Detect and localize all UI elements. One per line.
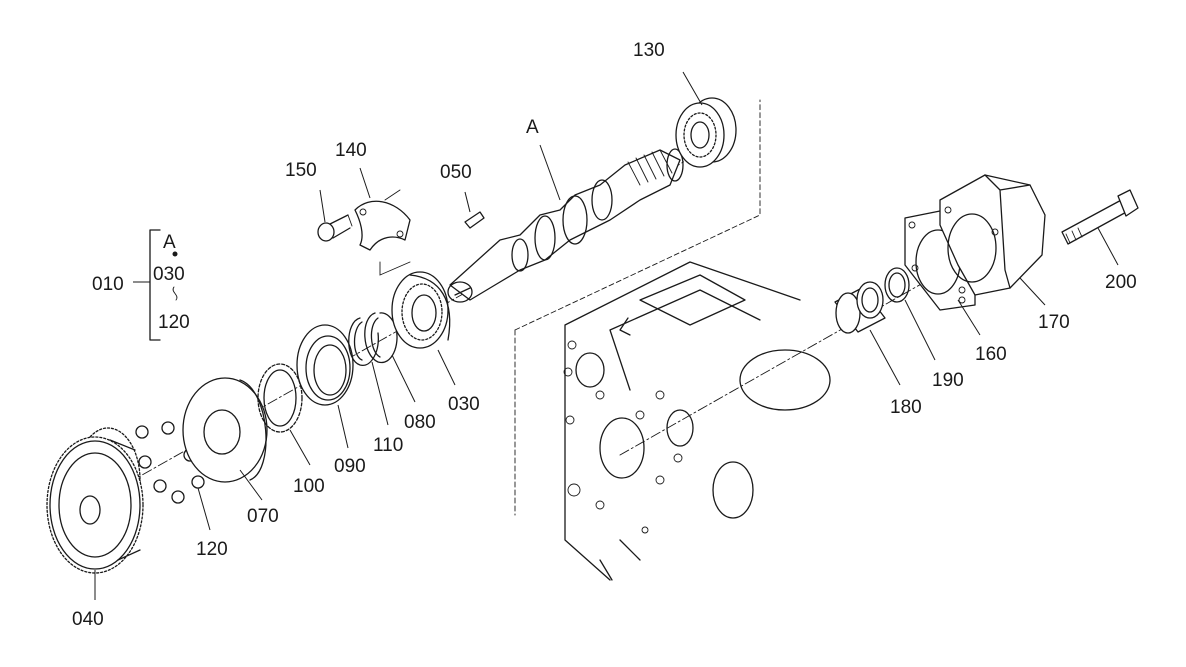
o-ring-190 xyxy=(884,267,910,303)
label-100: 100 xyxy=(293,476,325,497)
bolt-150 xyxy=(317,214,353,242)
label-200: 200 xyxy=(1105,272,1137,293)
gear-040 xyxy=(46,427,144,574)
label-130: 130 xyxy=(633,40,665,61)
key-050 xyxy=(464,211,485,229)
label-090: 090 xyxy=(334,456,366,477)
bearing-130 xyxy=(675,97,737,168)
label-group-120: 120 xyxy=(158,312,190,333)
label-050: 050 xyxy=(440,162,472,183)
label-120: 120 xyxy=(196,539,228,560)
label-180: 180 xyxy=(890,397,922,418)
collar-180 xyxy=(834,281,886,334)
label-040: 040 xyxy=(72,609,104,630)
label-080: 080 xyxy=(404,412,436,433)
bolt-200 xyxy=(1061,189,1139,245)
label-070: 070 xyxy=(247,506,279,527)
label-190: 190 xyxy=(932,370,964,391)
label-140: 140 xyxy=(335,140,367,161)
label-160: 160 xyxy=(975,344,1007,365)
bearing-030 xyxy=(391,271,451,349)
label-A: A xyxy=(526,117,539,138)
cover-170 xyxy=(939,174,1046,296)
label-150: 150 xyxy=(285,160,317,181)
seal-090 xyxy=(296,324,354,406)
bracket-140 xyxy=(354,189,411,276)
label-170: 170 xyxy=(1038,312,1070,333)
assembly-group-bracket xyxy=(133,229,178,341)
shaft-A xyxy=(447,148,684,303)
gear-case-housing xyxy=(514,99,831,581)
ring-100 xyxy=(257,363,303,433)
leader-lines xyxy=(94,71,1119,600)
steel-balls-120 xyxy=(135,421,205,504)
label-010: 010 xyxy=(92,274,124,295)
label-group-030: 030 xyxy=(153,264,185,285)
part-labels: 010 A 030 120 130 140 150 050 A 200 170 … xyxy=(72,40,1137,630)
snap-ring-110 xyxy=(348,317,379,366)
plate-070 xyxy=(182,377,268,483)
label-110: 110 xyxy=(373,435,403,456)
label-group-A: A xyxy=(163,232,176,253)
label-030: 030 xyxy=(448,394,480,415)
